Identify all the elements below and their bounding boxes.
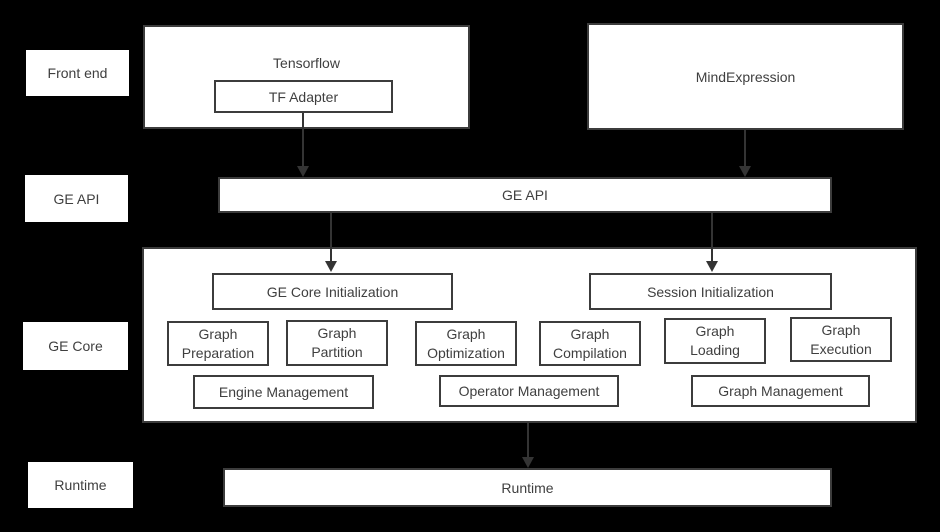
session-initialization-label: Session Initialization (647, 283, 774, 300)
module-box-graph-execution: Graph Execution (790, 317, 892, 362)
side-label-front-end-text: Front end (47, 65, 108, 81)
module-box-graph-compilation: Graph Compilation (539, 321, 641, 366)
side-label-ge-api-text: GE API (53, 190, 100, 207)
runtime-label: Runtime (501, 479, 554, 496)
mindexpression-box: MindExpression (587, 23, 904, 130)
arrow-mindexpression-to-ge-api (739, 130, 751, 177)
graph-management-label: Graph Management (718, 383, 843, 399)
mindexpression-label: MindExpression (695, 68, 796, 85)
side-label-runtime-text: Runtime (54, 477, 107, 493)
side-label-ge-core-text: GE Core (48, 338, 103, 354)
engine-management-box: Engine Management (193, 375, 374, 409)
arrow-ge-core-to-runtime (522, 423, 534, 468)
arrow-tf-adapter-to-ge-api (297, 113, 309, 177)
ge-api-label: GE API (502, 187, 548, 203)
side-label-ge-api: GE API (25, 175, 128, 222)
operator-management-box: Operator Management (439, 375, 619, 407)
tf-adapter-box: TF Adapter (214, 80, 393, 113)
side-label-runtime: Runtime (28, 462, 133, 508)
module-label: Graph Optimization (427, 325, 505, 361)
runtime-bar: Runtime (223, 468, 832, 507)
module-label: Graph Execution (810, 321, 872, 357)
module-label: Graph Partition (311, 325, 363, 360)
arrow-ge-api-to-session-initialization (706, 213, 718, 272)
session-initialization-box: Session Initialization (589, 273, 832, 310)
module-box-graph-partition: Graph Partition (286, 320, 388, 366)
side-label-ge-core: GE Core (23, 322, 128, 370)
module-box-graph-preparation: Graph Preparation (167, 321, 269, 366)
tensorflow-box: Tensorflow TF Adapter (143, 25, 470, 129)
engine-management-label: Engine Management (218, 384, 349, 400)
module-box-graph-optimization: Graph Optimization (415, 321, 517, 366)
operator-management-label: Operator Management (458, 383, 600, 399)
tensorflow-label: Tensorflow (273, 55, 340, 71)
tf-adapter-label: TF Adapter (268, 88, 339, 105)
ge-api-bar: GE API (218, 177, 832, 213)
module-label: Graph Loading (690, 323, 740, 358)
arrow-ge-api-to-ge-core-initialization (325, 213, 337, 272)
graph-management-box: Graph Management (691, 375, 870, 407)
module-label: Graph Compilation (553, 325, 627, 361)
module-label: Graph Preparation (181, 325, 255, 361)
module-box-graph-loading: Graph Loading (664, 318, 766, 364)
side-label-front-end: Front end (26, 50, 129, 96)
ge-core-initialization-label: GE Core Initialization (266, 283, 399, 300)
ge-core-initialization-box: GE Core Initialization (212, 273, 453, 310)
